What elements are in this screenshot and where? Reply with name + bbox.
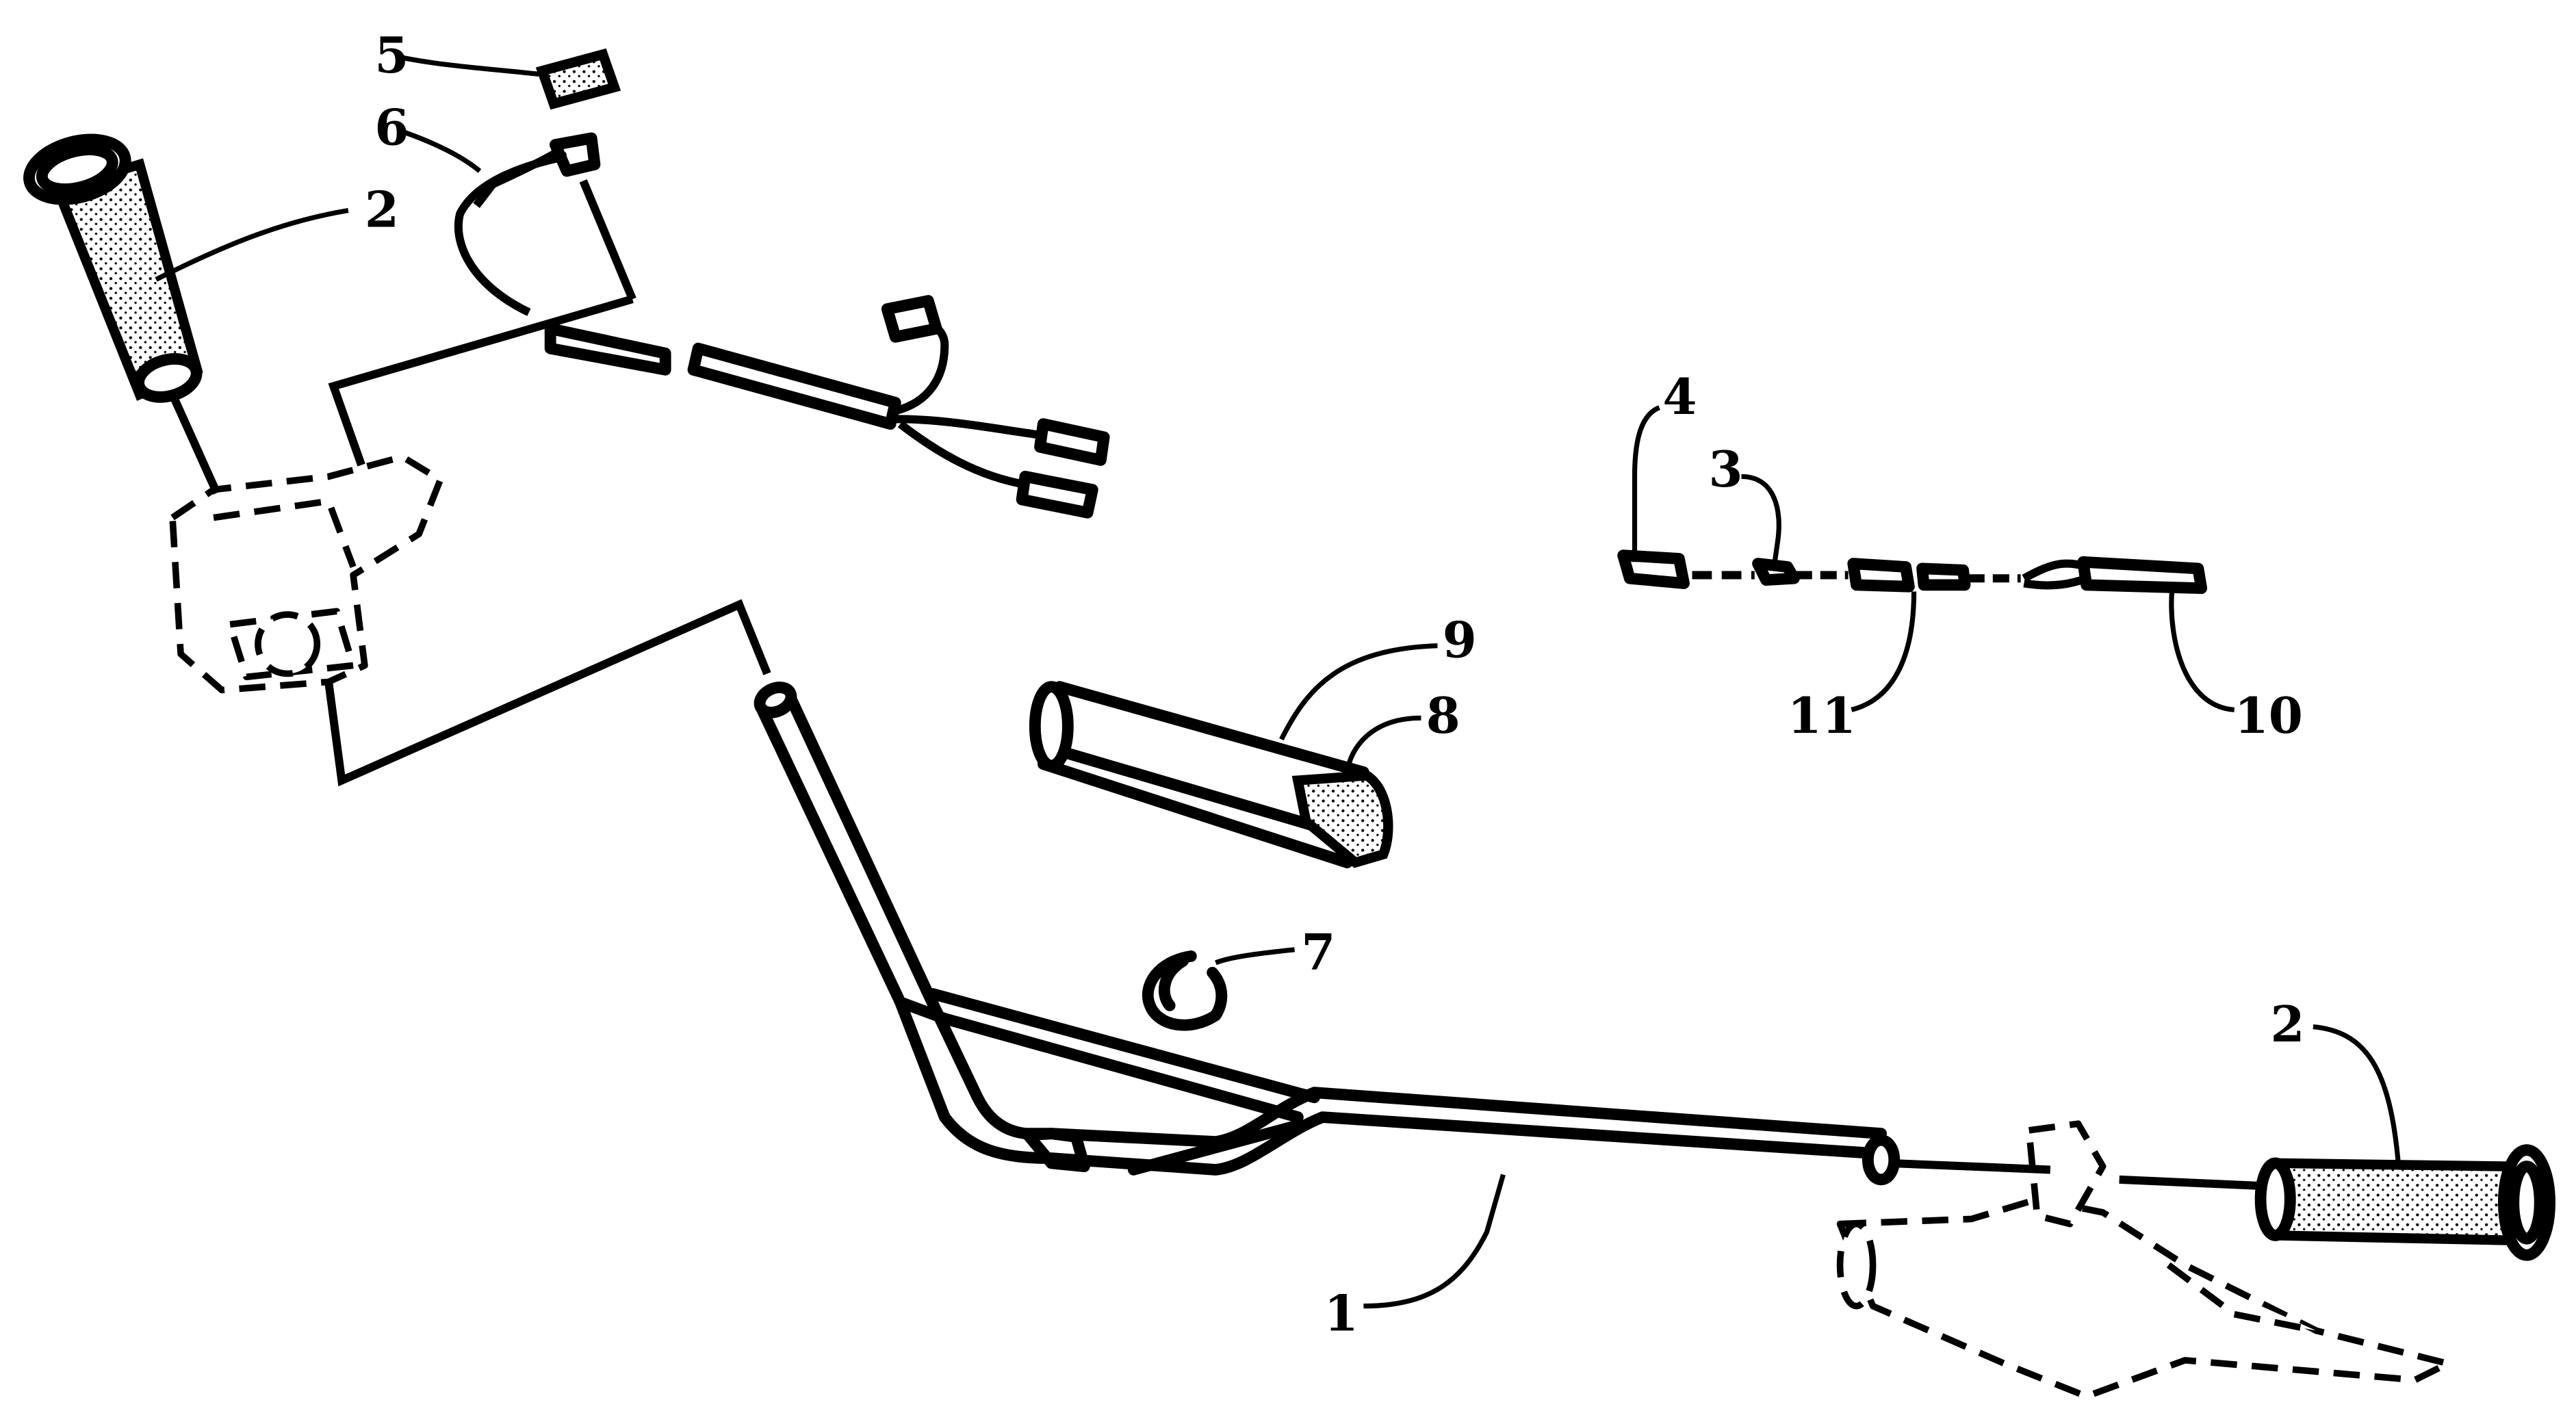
handlebar bbox=[754, 682, 1901, 1186]
left-switch-housing bbox=[169, 453, 444, 694]
callout-11: 11 bbox=[1788, 686, 1856, 744]
callout-10: 10 bbox=[2234, 686, 2303, 744]
leader-lines bbox=[155, 55, 2401, 1309]
right-hand-grip bbox=[2254, 1144, 2555, 1261]
callout-1: 1 bbox=[1324, 1284, 1358, 1343]
callout-7: 7 bbox=[1301, 923, 1335, 981]
wire-connectors bbox=[1617, 549, 2208, 595]
callout-3: 3 bbox=[1709, 440, 1743, 498]
assembly-lines-right bbox=[1889, 1158, 2267, 1191]
callout-9: 9 bbox=[1443, 610, 1477, 669]
right-switch-housing bbox=[1836, 1120, 2451, 1400]
callout-5: 5 bbox=[374, 26, 409, 84]
heated-grip bbox=[1029, 681, 1393, 868]
assembly-lines-left bbox=[168, 179, 771, 787]
callout-8: 8 bbox=[1426, 686, 1460, 744]
callouts: 5 6 2 4 3 9 8 11 10 7 2 1 bbox=[365, 26, 2305, 1343]
clamp bbox=[1142, 950, 1228, 1031]
heater-element-pad bbox=[535, 48, 621, 110]
heater-wire-harness bbox=[454, 132, 1110, 519]
left-hand-grip bbox=[23, 133, 203, 403]
callout-2-right: 2 bbox=[2271, 995, 2305, 1053]
callout-6: 6 bbox=[374, 99, 409, 157]
callout-2-left: 2 bbox=[365, 181, 399, 239]
callout-4: 4 bbox=[1662, 367, 1697, 426]
